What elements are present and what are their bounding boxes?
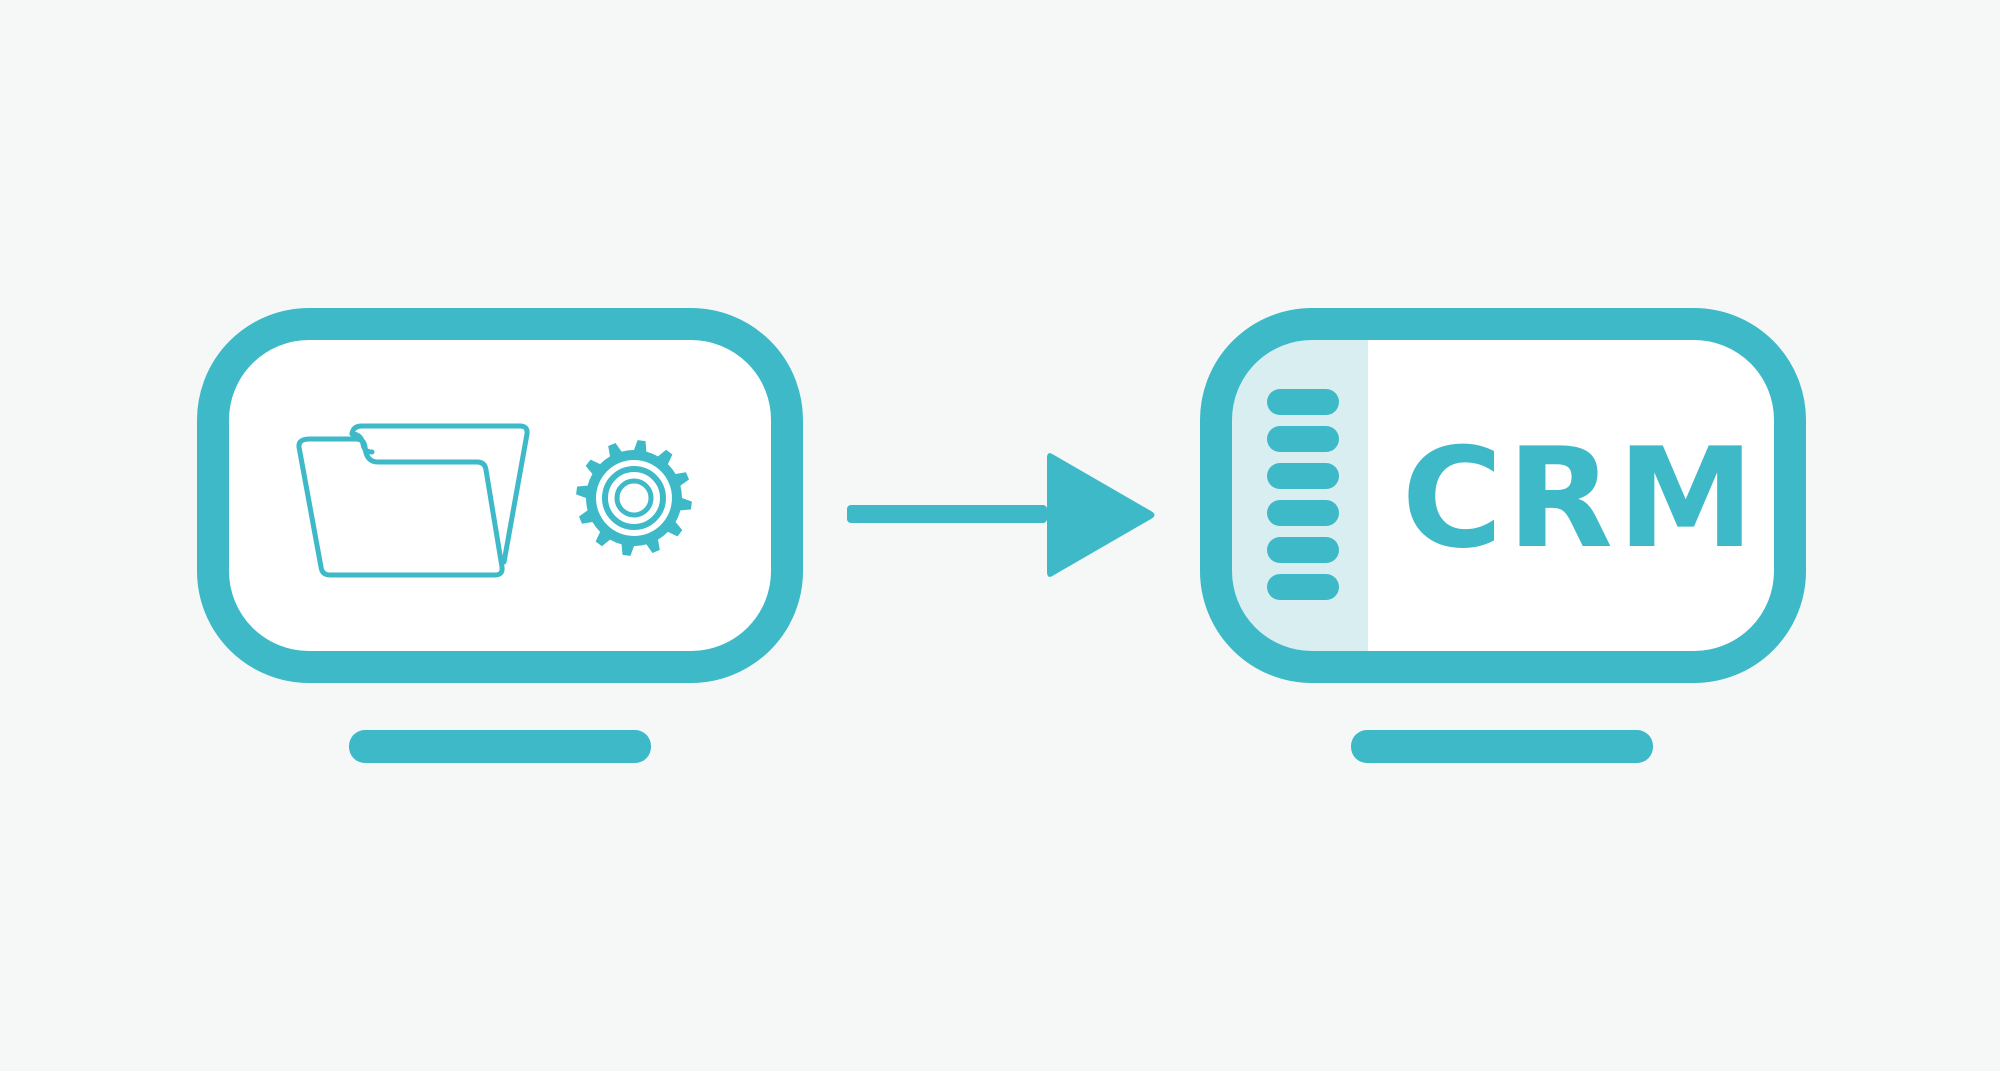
crm-label: CRM: [1402, 418, 1759, 579]
source-panel: [197, 308, 803, 683]
folder-icon: [296, 423, 530, 578]
crm-caption-bar: [1351, 730, 1653, 763]
arrow-head: [1047, 453, 1155, 577]
crm-sidebar-item: [1267, 426, 1339, 452]
crm-sidebar-item: [1267, 389, 1339, 415]
crm-sidebar-item: [1267, 537, 1339, 563]
source-caption-bar: [349, 730, 651, 763]
crm-panel-frame: [1200, 308, 1806, 683]
gear-icon: [576, 440, 692, 556]
crm-panel: CRM: [1200, 308, 1806, 683]
source-panel-frame: [197, 308, 803, 683]
gear-inner-ring: [614, 478, 654, 518]
gear-outer-ring: [602, 466, 666, 530]
crm-sidebar-item: [1267, 574, 1339, 600]
migration-arrow: [847, 453, 1155, 577]
arrow-shaft: [847, 505, 1047, 523]
crm-sidebar-item: [1267, 500, 1339, 526]
crm-sidebar-item: [1267, 463, 1339, 489]
crm-sidebar-items: [1267, 389, 1339, 600]
